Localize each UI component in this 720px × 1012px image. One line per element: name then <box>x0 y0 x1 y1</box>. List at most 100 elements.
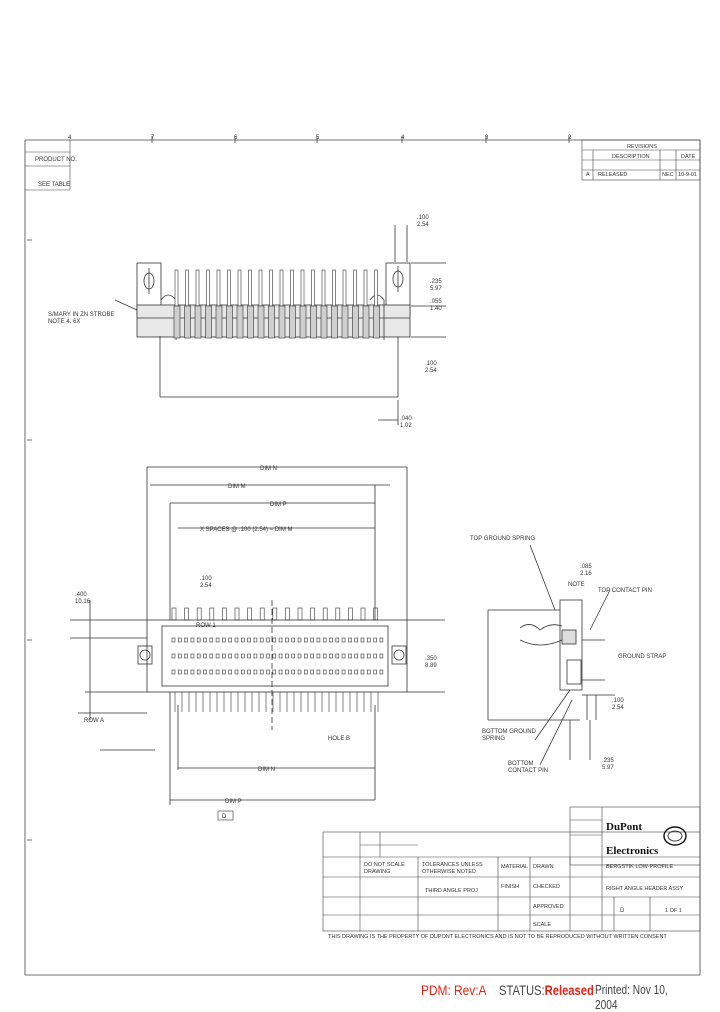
plan-hole <box>316 653 321 659</box>
plan-hole <box>241 669 245 675</box>
plan-leads <box>171 607 379 712</box>
plan-hole <box>203 669 207 675</box>
plan-lead-top <box>196 607 202 621</box>
footnote: THIS DRAWING IS THE PROPERTY OF DUPONT E… <box>328 934 667 940</box>
plan-lead-top <box>171 607 177 621</box>
plan-hole <box>360 669 365 675</box>
sheet-border <box>24 136 701 976</box>
side-pin-body <box>278 305 286 339</box>
plan-lead-top <box>297 607 303 621</box>
drawing-title-line1: BERGSTIK LOW-PROFILE <box>606 864 673 870</box>
side-pin <box>332 269 336 307</box>
plan-hole <box>297 653 302 659</box>
plan-hole <box>360 653 365 659</box>
zone-labels-top: 4 7 6 5 4 3 2 <box>68 135 572 141</box>
company-name-line2: Electronics <box>606 845 659 857</box>
plan-hole <box>215 669 220 675</box>
plan-hole <box>190 653 195 659</box>
approved-label: APPROVED <box>533 904 564 910</box>
side-pin <box>185 269 189 307</box>
plan-lead-top <box>234 607 240 621</box>
plan-hole <box>379 669 384 675</box>
plan-lead-top <box>247 607 252 621</box>
plan-hole <box>291 653 296 659</box>
zone-label: 5 <box>316 135 320 141</box>
side-pin-body <box>310 305 317 339</box>
plan-hole <box>322 637 327 643</box>
plan-hole <box>215 637 220 643</box>
zone-label: 4 <box>68 135 72 141</box>
plan-lead-top <box>373 607 378 621</box>
plan-hole <box>203 637 207 643</box>
plan-hole <box>259 637 264 643</box>
plan-hole <box>234 669 239 675</box>
plan-hole <box>322 669 327 675</box>
side-pin-body <box>299 305 307 339</box>
title-block <box>322 806 701 932</box>
dim-p-bottom: DIM P <box>225 799 242 805</box>
plan-lead-top <box>310 607 315 621</box>
revisions-block <box>581 139 701 181</box>
plan-hole <box>297 669 302 675</box>
plan-hole <box>341 653 346 659</box>
product-block <box>25 140 71 191</box>
side-pins <box>173 269 380 339</box>
ground-strap-label: GROUND STRAP <box>618 654 666 660</box>
side-pin-body <box>362 305 370 339</box>
plan-hole <box>366 637 371 643</box>
company-name-line1: DuPont <box>606 821 642 833</box>
zone-label: 3 <box>485 135 489 141</box>
plan-hole <box>241 637 245 643</box>
plan-hole <box>316 669 321 675</box>
side-pin <box>237 269 242 307</box>
side-pin <box>342 269 347 307</box>
plan-hole <box>354 669 359 675</box>
plan-hole <box>291 669 296 675</box>
top-ground-spring-label: TOP GROUND SPRING <box>470 536 535 542</box>
plan-hole <box>303 669 308 675</box>
side-pin <box>216 269 221 307</box>
plan-hole <box>266 653 270 659</box>
zone-label: 2 <box>568 135 572 141</box>
plan-hole <box>178 637 182 643</box>
side-pin <box>269 269 273 307</box>
drawn-label: DRAWN <box>533 864 554 870</box>
plan-lead-top <box>322 607 328 621</box>
plan-hole <box>335 669 340 675</box>
revision-letter: A <box>586 172 590 178</box>
sheet-value: 1 OF 1 <box>665 908 682 914</box>
plan-hole <box>278 637 283 643</box>
dupont-oval-logo <box>663 826 687 846</box>
plan-hole <box>329 653 333 659</box>
holes-label: HOLE B <box>328 736 350 742</box>
datum-box-label: D <box>222 814 227 820</box>
side-pin-body <box>215 305 223 339</box>
revision-date: 10-9-01 <box>678 172 697 178</box>
plan-hole <box>196 653 201 659</box>
plan-hole <box>266 637 270 643</box>
plan-hole <box>259 653 264 659</box>
plan-hole <box>178 669 182 675</box>
plan-hole <box>297 637 302 643</box>
plan-hole-grid <box>171 637 384 675</box>
plan-hole <box>272 637 277 643</box>
dim-n-bottom: DIM N <box>258 767 275 773</box>
plan-hole <box>222 637 226 643</box>
status-label: STATUS: <box>499 982 545 998</box>
status-value: Released <box>544 982 594 998</box>
dim-m-label: DIM M <box>228 484 246 490</box>
plan-hole <box>348 637 352 643</box>
third-angle-label: THIRD ANGLE PROJ <box>425 888 478 894</box>
plan-hole <box>259 669 264 675</box>
plan-hole <box>171 637 176 643</box>
plan-hole <box>310 669 314 675</box>
plan-hole <box>184 653 188 659</box>
plan-hole <box>310 653 314 659</box>
side-pin-body <box>373 305 380 339</box>
plan-lead-top <box>285 607 290 621</box>
side-pin-body <box>226 305 233 339</box>
plan-hole <box>228 653 232 659</box>
